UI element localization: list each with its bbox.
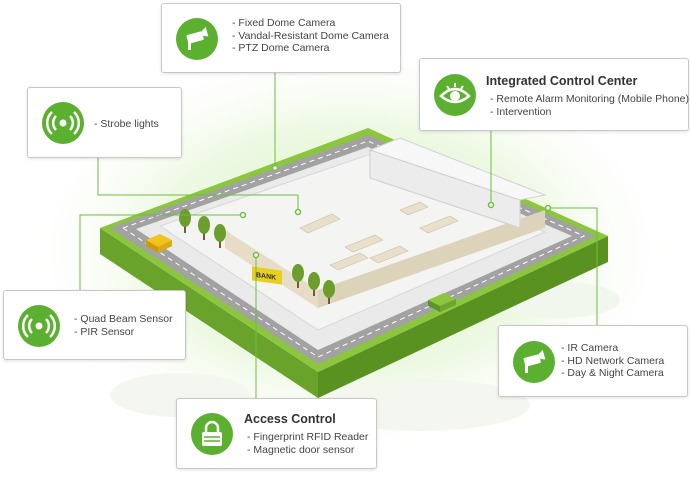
list-item: Vandal-Resistant Dome Camera (232, 30, 388, 43)
wall-right (318, 210, 545, 308)
eye-icon (434, 74, 476, 116)
green-truck (428, 293, 456, 312)
list-item: Fingerprint RFID Reader (247, 431, 368, 444)
list-item: Strobe lights (94, 118, 158, 131)
callout-control-center: Integrated Control Center Remote Alarm M… (419, 58, 689, 131)
bank-sign-board (252, 266, 282, 285)
camera-icon (176, 18, 218, 60)
list-item: HD Network Camera (561, 355, 664, 368)
list-item: Quad Beam Sensor (74, 313, 172, 326)
ground-side-left (100, 228, 318, 398)
control-center-title: Integrated Control Center (486, 74, 638, 88)
access-control-list: Fingerprint RFID Reader Magnetic door se… (247, 431, 368, 456)
sensors-list: Quad Beam Sensor PIR Sensor (74, 313, 173, 339)
ir-cameras-list: IR Camera HD Network Camera Day & Night … (561, 342, 664, 380)
callout-access-control: Access Control Fingerprint RFID Reader M… (176, 398, 377, 469)
connector-lines (79, 73, 598, 398)
callout-strobe-lights: Strobe lights (27, 87, 182, 158)
strobe-list: Strobe lights (94, 118, 158, 131)
callout-dome-cameras: Fixed Dome Camera Vandal-Resistant Dome … (161, 3, 401, 73)
signal-icon (42, 102, 84, 144)
list-item: PTZ Dome Camera (232, 42, 389, 55)
ground-side-right (318, 236, 608, 398)
list-item: Intervention (490, 106, 689, 119)
control-room-top (368, 137, 547, 201)
control-center-list: Remote Alarm Monitoring (Mobile Phone) I… (490, 93, 689, 118)
wall-left (225, 230, 318, 308)
lock-icon (191, 413, 233, 455)
callout-sensors: Quad Beam Sensor PIR Sensor (3, 290, 186, 360)
list-item: Day & Night Camera (561, 367, 664, 380)
trees (179, 209, 335, 304)
list-item: Magnetic door sensor (247, 444, 368, 457)
signal-icon (18, 305, 60, 347)
access-control-title: Access Control (244, 412, 336, 426)
dome-cameras-list: Fixed Dome Camera Vandal-Resistant Dome … (232, 17, 389, 55)
camera-icon (513, 341, 555, 383)
list-item: Fixed Dome Camera (232, 17, 389, 30)
desks (299, 201, 459, 271)
list-item: IR Camera (561, 342, 664, 355)
list-item: PIR Sensor (74, 326, 173, 339)
list-item: Remote Alarm Monitoring (Mobile Phone) (490, 93, 689, 106)
connector-dots (239, 164, 552, 259)
callout-ir-cameras: IR Camera HD Network Camera Day & Night … (498, 325, 688, 397)
yellow-van (146, 234, 172, 253)
bank-sign-text: BANK (256, 272, 276, 282)
road-dashes (122, 140, 586, 358)
